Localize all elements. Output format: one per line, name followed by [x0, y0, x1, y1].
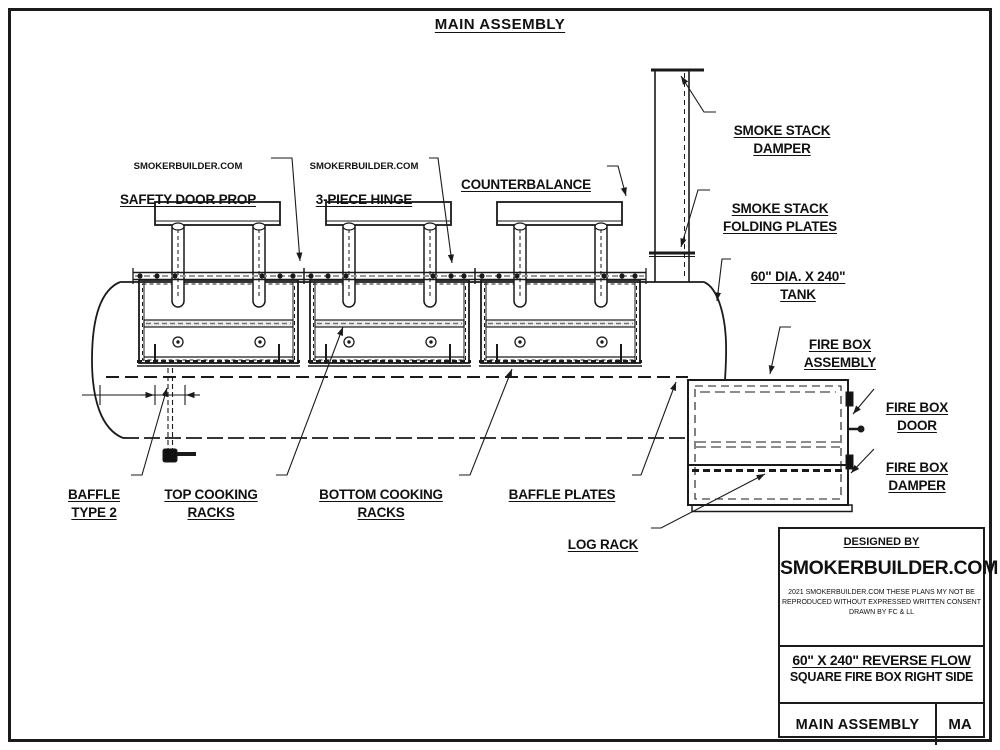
leader-baffle-plates — [632, 381, 677, 476]
designed-by-label: DESIGNED BY — [843, 536, 920, 548]
door-assembly-1 — [131, 200, 306, 368]
title-block: DESIGNED BY SMOKERBUILDER.COM 2021 SMOKE… — [778, 527, 999, 745]
title-block-designer-section: DESIGNED BY SMOKERBUILDER.COM 2021 SMOKE… — [780, 536, 999, 645]
model-title: 60" X 240" REVERSE FLOW — [792, 652, 971, 668]
brand-text: SMOKERBUILDER.COM — [309, 160, 419, 172]
leader-log-rack — [651, 473, 766, 529]
label-fire-box-door: FIRE BOX DOOR — [885, 399, 949, 433]
leader-smoke-stack-damper — [680, 75, 716, 113]
leader-baffle-type-2 — [131, 387, 168, 476]
leader-folding-plates — [680, 189, 710, 248]
label-baffle-type-2: BAFFLE TYPE 2 — [67, 486, 121, 520]
leader-fire-box-door — [852, 388, 875, 415]
leader-tank — [714, 258, 731, 302]
model-subtitle: SQUARE FIRE BOX RIGHT SIDE — [789, 670, 974, 684]
smoke-stack — [649, 68, 704, 282]
label-fire-box-assembly: FIRE BOX ASSEMBLY — [803, 336, 877, 370]
sheet-border — [8, 8, 992, 742]
leader-fire-box-damper — [850, 448, 875, 474]
drawing-title: MAIN ASSEMBLY — [434, 16, 566, 33]
label-counterbalance: COUNTERBALANCE — [461, 176, 591, 192]
drain-valve — [162, 448, 178, 463]
label-fire-box-damper: FIRE BOX DAMPER — [885, 459, 949, 493]
door-assembly-3 — [473, 200, 648, 368]
sheet-code: MA — [935, 704, 983, 745]
leader-fire-box-assembly — [768, 326, 791, 375]
baffle-type-2-detail — [82, 368, 200, 463]
label-smoke-stack-damper: SMOKE STACK DAMPER — [733, 122, 831, 156]
label-smoke-stack-folding-plates: SMOKE STACK FOLDING PLATES — [723, 200, 837, 234]
sheet-name: MAIN ASSEMBLY — [795, 716, 920, 733]
copyright-text: 2021 SMOKERBUILDER.COM THESE PLANS MY NO… — [782, 589, 981, 617]
leader-bottom-cooking-racks — [459, 368, 513, 476]
label-tank: 60" DIA. X 240" TANK — [750, 268, 846, 302]
leader-top-cooking-racks — [276, 326, 344, 476]
door-assembly-2 — [302, 200, 477, 368]
leader-3-piece-hinge — [429, 157, 454, 264]
title-block-model-section: 60" X 240" REVERSE FLOW SQUARE FIRE BOX … — [780, 645, 983, 702]
brand-name: SMOKERBUILDER.COM — [780, 557, 999, 579]
leader-safety-door-prop — [271, 157, 303, 262]
baffle-dimension — [82, 385, 200, 405]
label-top-cooking-racks: TOP COOKING RACKS — [164, 486, 258, 520]
label-bottom-cooking-racks: BOTTOM COOKING RACKS — [319, 486, 443, 520]
label-3-piece-hinge: SMOKERBUILDER.COM 3-PIECE HINGE — [309, 160, 419, 208]
fire-box — [687, 379, 865, 513]
leader-lines — [131, 75, 875, 529]
title-block-sheet-section: MAIN ASSEMBLY MA — [780, 702, 983, 745]
leader-counterbalance — [607, 165, 627, 197]
brand-text: SMOKERBUILDER.COM — [133, 160, 243, 172]
label-baffle-plates: BAFFLE PLATES — [508, 486, 616, 502]
label-log-rack: LOG RACK — [567, 536, 639, 552]
label-safety-door-prop: SMOKERBUILDER.COM SAFETY DOOR PROP — [119, 160, 257, 208]
